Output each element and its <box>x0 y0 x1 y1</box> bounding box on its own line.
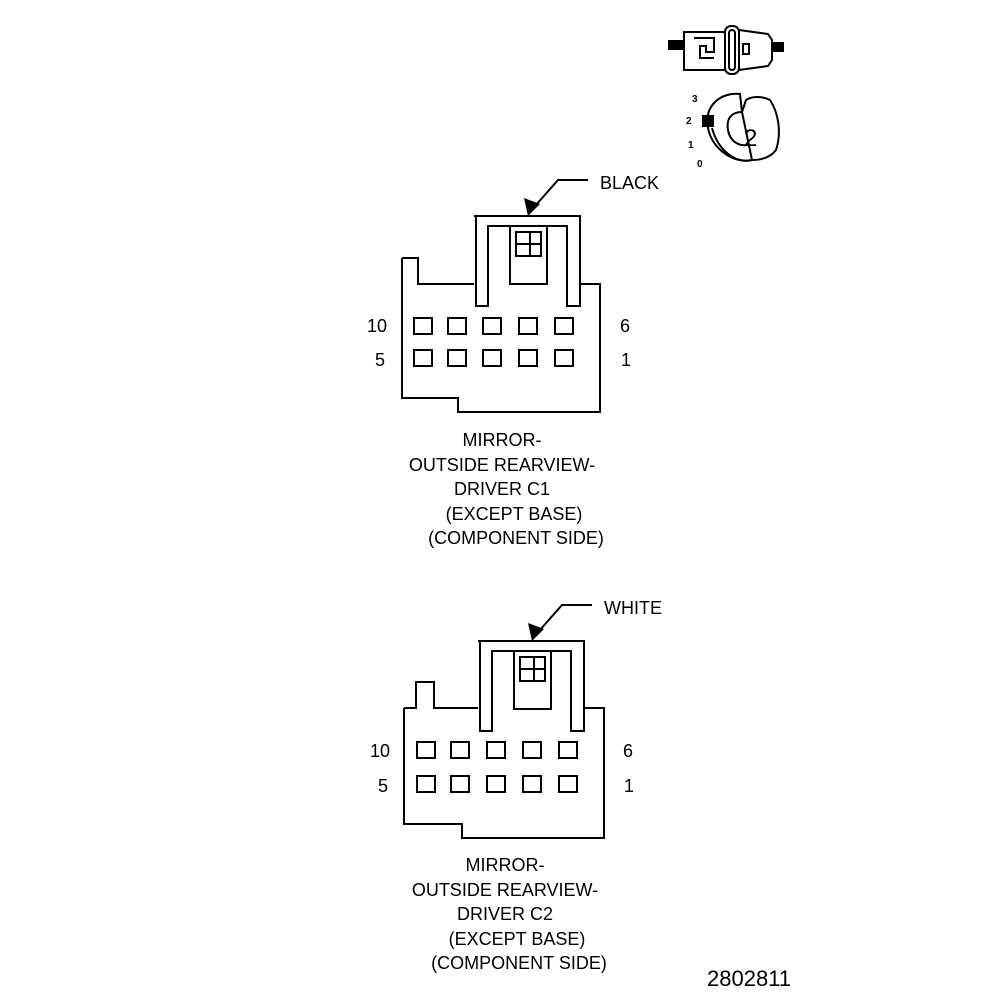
connector-plug-icon <box>668 25 784 75</box>
pin-10 <box>413 317 433 335</box>
pin-1 <box>554 349 574 367</box>
c2-caption-line-4: (EXCEPT BASE) <box>449 929 586 949</box>
c1-caption-line-2: OUTSIDE REARVIEW- <box>409 455 595 475</box>
pin-8 <box>482 317 502 335</box>
c2-caption-line-5: (COMPONENT SIDE) <box>431 953 607 973</box>
c2-pin-label-1: 1 <box>624 776 634 796</box>
pin-8 <box>486 741 506 759</box>
c2-caption-line-3: DRIVER C2 <box>457 904 553 924</box>
c2-pin-label-6: 6 <box>623 741 633 761</box>
pin-2 <box>522 775 542 793</box>
connector-c1: BLACK 10 6 5 1 MIRROR- OUTSIDE REARVIEW-… <box>367 173 659 548</box>
pin-6 <box>558 741 578 759</box>
connector-c2-pins <box>416 741 578 793</box>
pin-10 <box>416 741 436 759</box>
connector-c1-caption: MIRROR- OUTSIDE REARVIEW- DRIVER C1 (EXC… <box>409 430 604 548</box>
pin-3 <box>482 349 502 367</box>
c1-caption-line-1: MIRROR- <box>463 430 542 450</box>
c1-caption-line-3: DRIVER C1 <box>454 479 550 499</box>
c1-pin-label-6: 6 <box>620 316 630 336</box>
pin-5 <box>413 349 433 367</box>
key-position-2: 2 <box>686 116 692 127</box>
connector-c2-caption: MIRROR- OUTSIDE REARVIEW- DRIVER C2 (EXC… <box>412 855 607 973</box>
pin-4 <box>447 349 467 367</box>
key-position-0: 0 <box>697 159 703 170</box>
pin-7 <box>518 317 538 335</box>
connector-c1-pins <box>413 317 574 367</box>
pin-2 <box>518 349 538 367</box>
c1-pin-label-5: 5 <box>375 350 385 370</box>
c1-pin-label-10: 10 <box>367 316 387 336</box>
c1-pin-label-1: 1 <box>621 350 631 370</box>
connector-c1-color-label: BLACK <box>600 173 659 193</box>
c2-pin-label-5: 5 <box>378 776 388 796</box>
c2-caption-line-2: OUTSIDE REARVIEW- <box>412 880 598 900</box>
c1-caption-line-5: (COMPONENT SIDE) <box>428 528 604 548</box>
c2-pin-label-10: 10 <box>370 741 390 761</box>
pin-4 <box>450 775 470 793</box>
pin-5 <box>416 775 436 793</box>
pin-7 <box>522 741 542 759</box>
key-position-3: 3 <box>692 94 698 105</box>
pin-9 <box>447 317 467 335</box>
figure-id: 2802811 <box>707 966 791 991</box>
c2-caption-line-1: MIRROR- <box>466 855 545 875</box>
c1-caption-line-4: (EXCEPT BASE) <box>446 504 583 524</box>
pin-1 <box>558 775 578 793</box>
connector-key-icon: 3 2 1 0 2 <box>686 92 780 170</box>
pin-3 <box>486 775 506 793</box>
key-number: 2 <box>744 125 757 152</box>
connector-c2: WHITE 10 6 5 1 MIRROR- OUTSIDE REARVIEW-… <box>370 598 662 973</box>
pin-6 <box>554 317 574 335</box>
key-position-1: 1 <box>688 140 694 151</box>
pin-9 <box>450 741 470 759</box>
connector-c2-color-label: WHITE <box>604 598 662 618</box>
